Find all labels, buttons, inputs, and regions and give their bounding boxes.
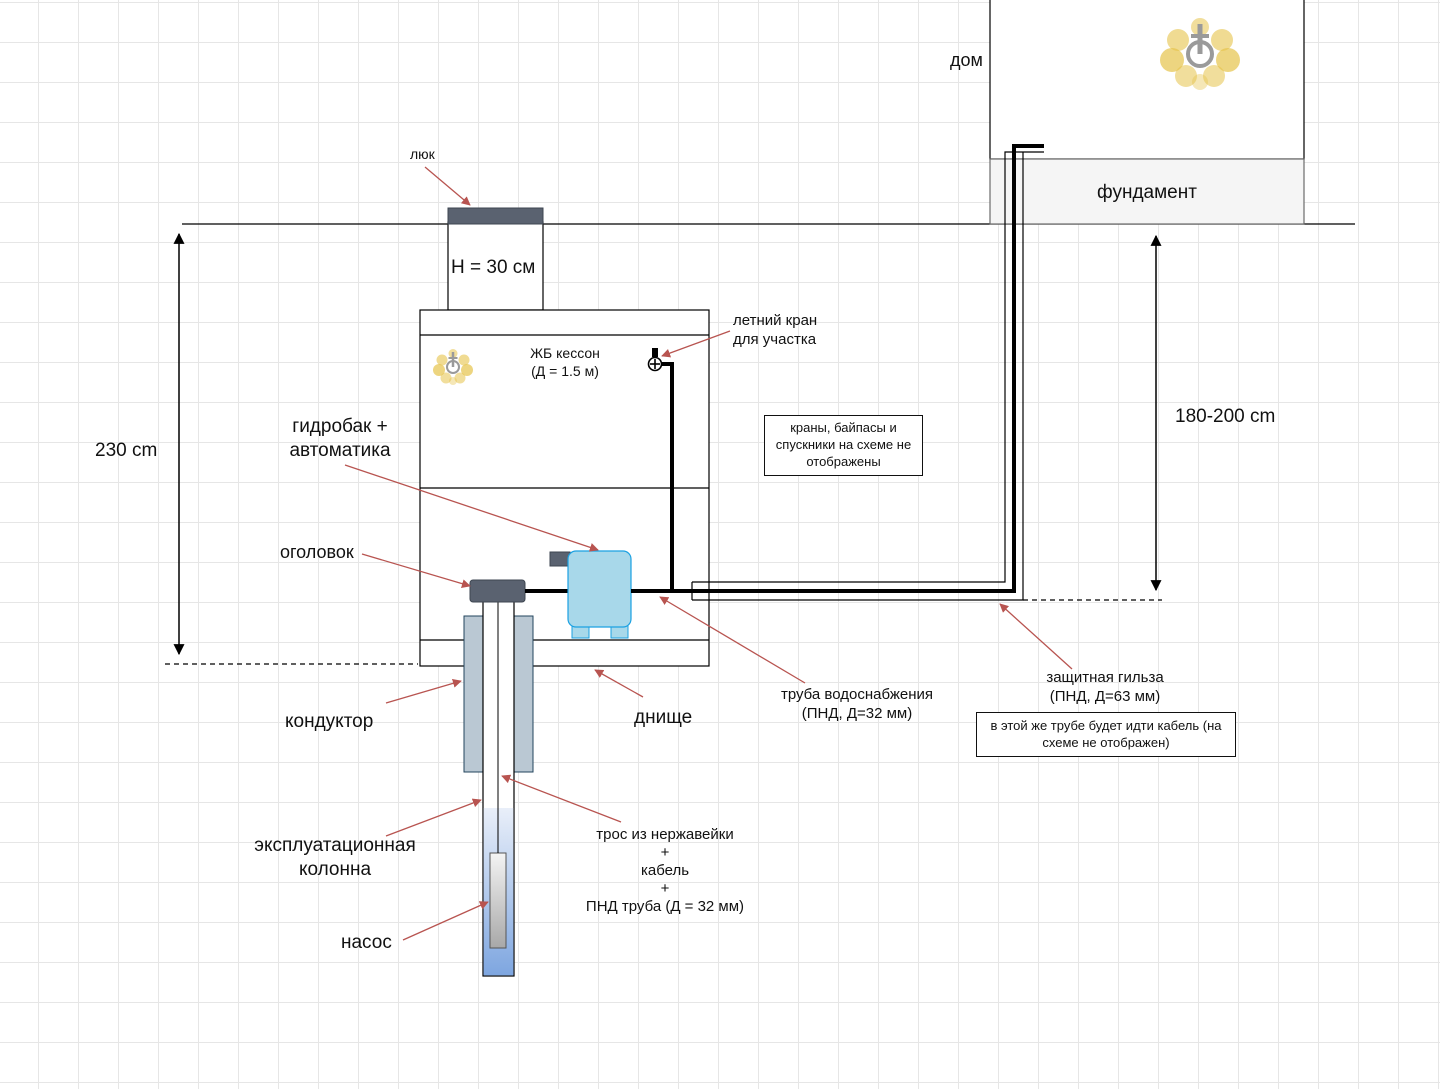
tap-icon xyxy=(647,348,663,372)
cable-label: трос из нержавейки + кабель + ПНД труба … xyxy=(575,826,755,916)
supply-pipe-label-line2: (ПНД, Д=32 мм) xyxy=(801,704,913,722)
summer-tap-label-line1: летний кран xyxy=(733,312,818,329)
cable-label-line2: + xyxy=(660,844,670,861)
logo-icon xyxy=(433,349,473,385)
hatch xyxy=(447,207,544,225)
arrow-icon xyxy=(501,774,622,823)
arrow-icon xyxy=(344,464,599,552)
arrow-icon xyxy=(594,669,644,698)
cable-in-sleeve-note: в этой же трубе будет идти кабель (на сх… xyxy=(976,712,1236,757)
arrow-icon xyxy=(385,798,482,837)
summer-tap-label: летний кран для участка xyxy=(733,312,817,350)
cable-label-line4: + xyxy=(660,880,670,897)
supply-pipe-house xyxy=(1000,144,1044,593)
valves-note: краны, байпасы и спускники на схеме не о… xyxy=(764,415,923,476)
house xyxy=(989,0,1305,160)
caisson-label: ЖБ кессон (Д = 1.5 м) xyxy=(490,345,640,380)
cable-label-line5: ПНД труба (Д = 32 мм) xyxy=(585,898,745,915)
hydro-tank xyxy=(567,550,632,628)
casing-label-line2: колонна xyxy=(298,858,372,880)
arrow-icon xyxy=(661,330,731,358)
hatch-label: люк xyxy=(410,146,435,162)
house-label: дом xyxy=(950,50,983,70)
cable-label-line3: кабель xyxy=(640,862,690,879)
arrow-icon xyxy=(659,596,806,684)
conductor-label: кондуктор xyxy=(285,711,374,732)
sleeve-label-line1: защитная гильза xyxy=(1046,669,1164,686)
arrow-icon xyxy=(999,603,1073,670)
sleeve-label-line2: (ПНД, Д=63 мм) xyxy=(1049,687,1161,705)
casing-label-line1: эксплуатационная xyxy=(254,835,416,856)
logo-icon xyxy=(1160,18,1240,90)
hydro-tank-label-line1: гидробак + xyxy=(292,416,388,437)
arrow-icon xyxy=(385,678,462,704)
depth-180-label: 180-200 cm xyxy=(1175,406,1276,427)
conductor xyxy=(463,615,484,773)
foundation xyxy=(989,158,1305,225)
caisson-label-line2: (Д = 1.5 м) xyxy=(531,362,599,379)
casing-label: эксплуатационная колонна xyxy=(235,834,435,882)
protective-sleeve xyxy=(692,152,1024,601)
caisson-label-line1: ЖБ кессон xyxy=(530,345,600,361)
cable-label-line1: трос из нержавейки xyxy=(596,826,734,843)
depth-230-label: 230 cm xyxy=(95,440,158,461)
wellhead-label: оголовок xyxy=(280,542,354,562)
hydro-tank-label-line2: автоматика xyxy=(289,439,391,461)
foundation-label: фундамент xyxy=(1097,182,1197,203)
pump xyxy=(489,852,507,949)
wellhead xyxy=(469,579,526,603)
summer-tap-label-line2: для участка xyxy=(733,330,817,348)
neck-height-label: H = 30 см xyxy=(451,257,536,278)
sleeve-label: защитная гильза (ПНД, Д=63 мм) xyxy=(1025,669,1185,707)
conductor xyxy=(513,615,534,773)
arrow-icon xyxy=(424,166,471,206)
hydro-tank-valve xyxy=(549,551,571,567)
supply-pipe-label: труба водоснабжения (ПНД, Д=32 мм) xyxy=(767,686,947,724)
arrow-icon xyxy=(361,553,471,589)
bottom-label: днище xyxy=(634,707,693,728)
hydro-tank-label: гидробак + автоматика xyxy=(260,415,420,463)
supply-pipe-label-line1: труба водоснабжения xyxy=(780,686,934,703)
pump-label: насос xyxy=(341,932,392,953)
arrow-icon xyxy=(402,901,489,941)
protective-sleeve xyxy=(692,151,1044,583)
